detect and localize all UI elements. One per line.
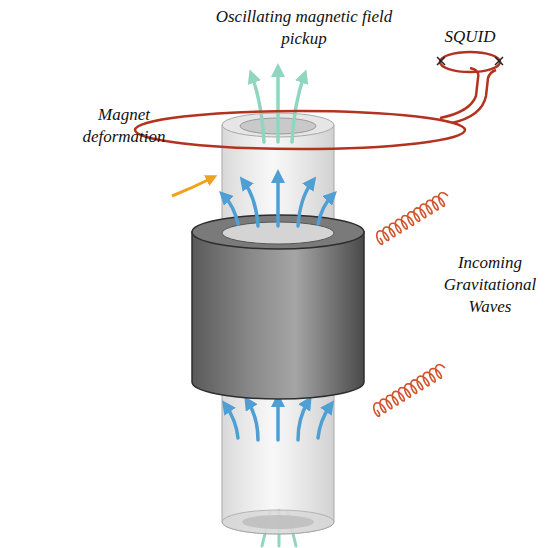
outer-cylinder [192,215,364,399]
wave-coil [374,365,445,417]
deformation-label: Magnet deformation [66,104,182,148]
wave-coil [377,193,448,245]
waves-label: Incoming Gravitational Waves [428,252,552,318]
squid-junctions [437,57,503,65]
squid-label: SQUID [440,26,500,48]
gravitational-waves [374,193,448,417]
deformation-arrow [172,178,212,196]
pickup-label: Oscillating magnetic field pickup [214,6,394,50]
pickup-loop [135,52,500,149]
